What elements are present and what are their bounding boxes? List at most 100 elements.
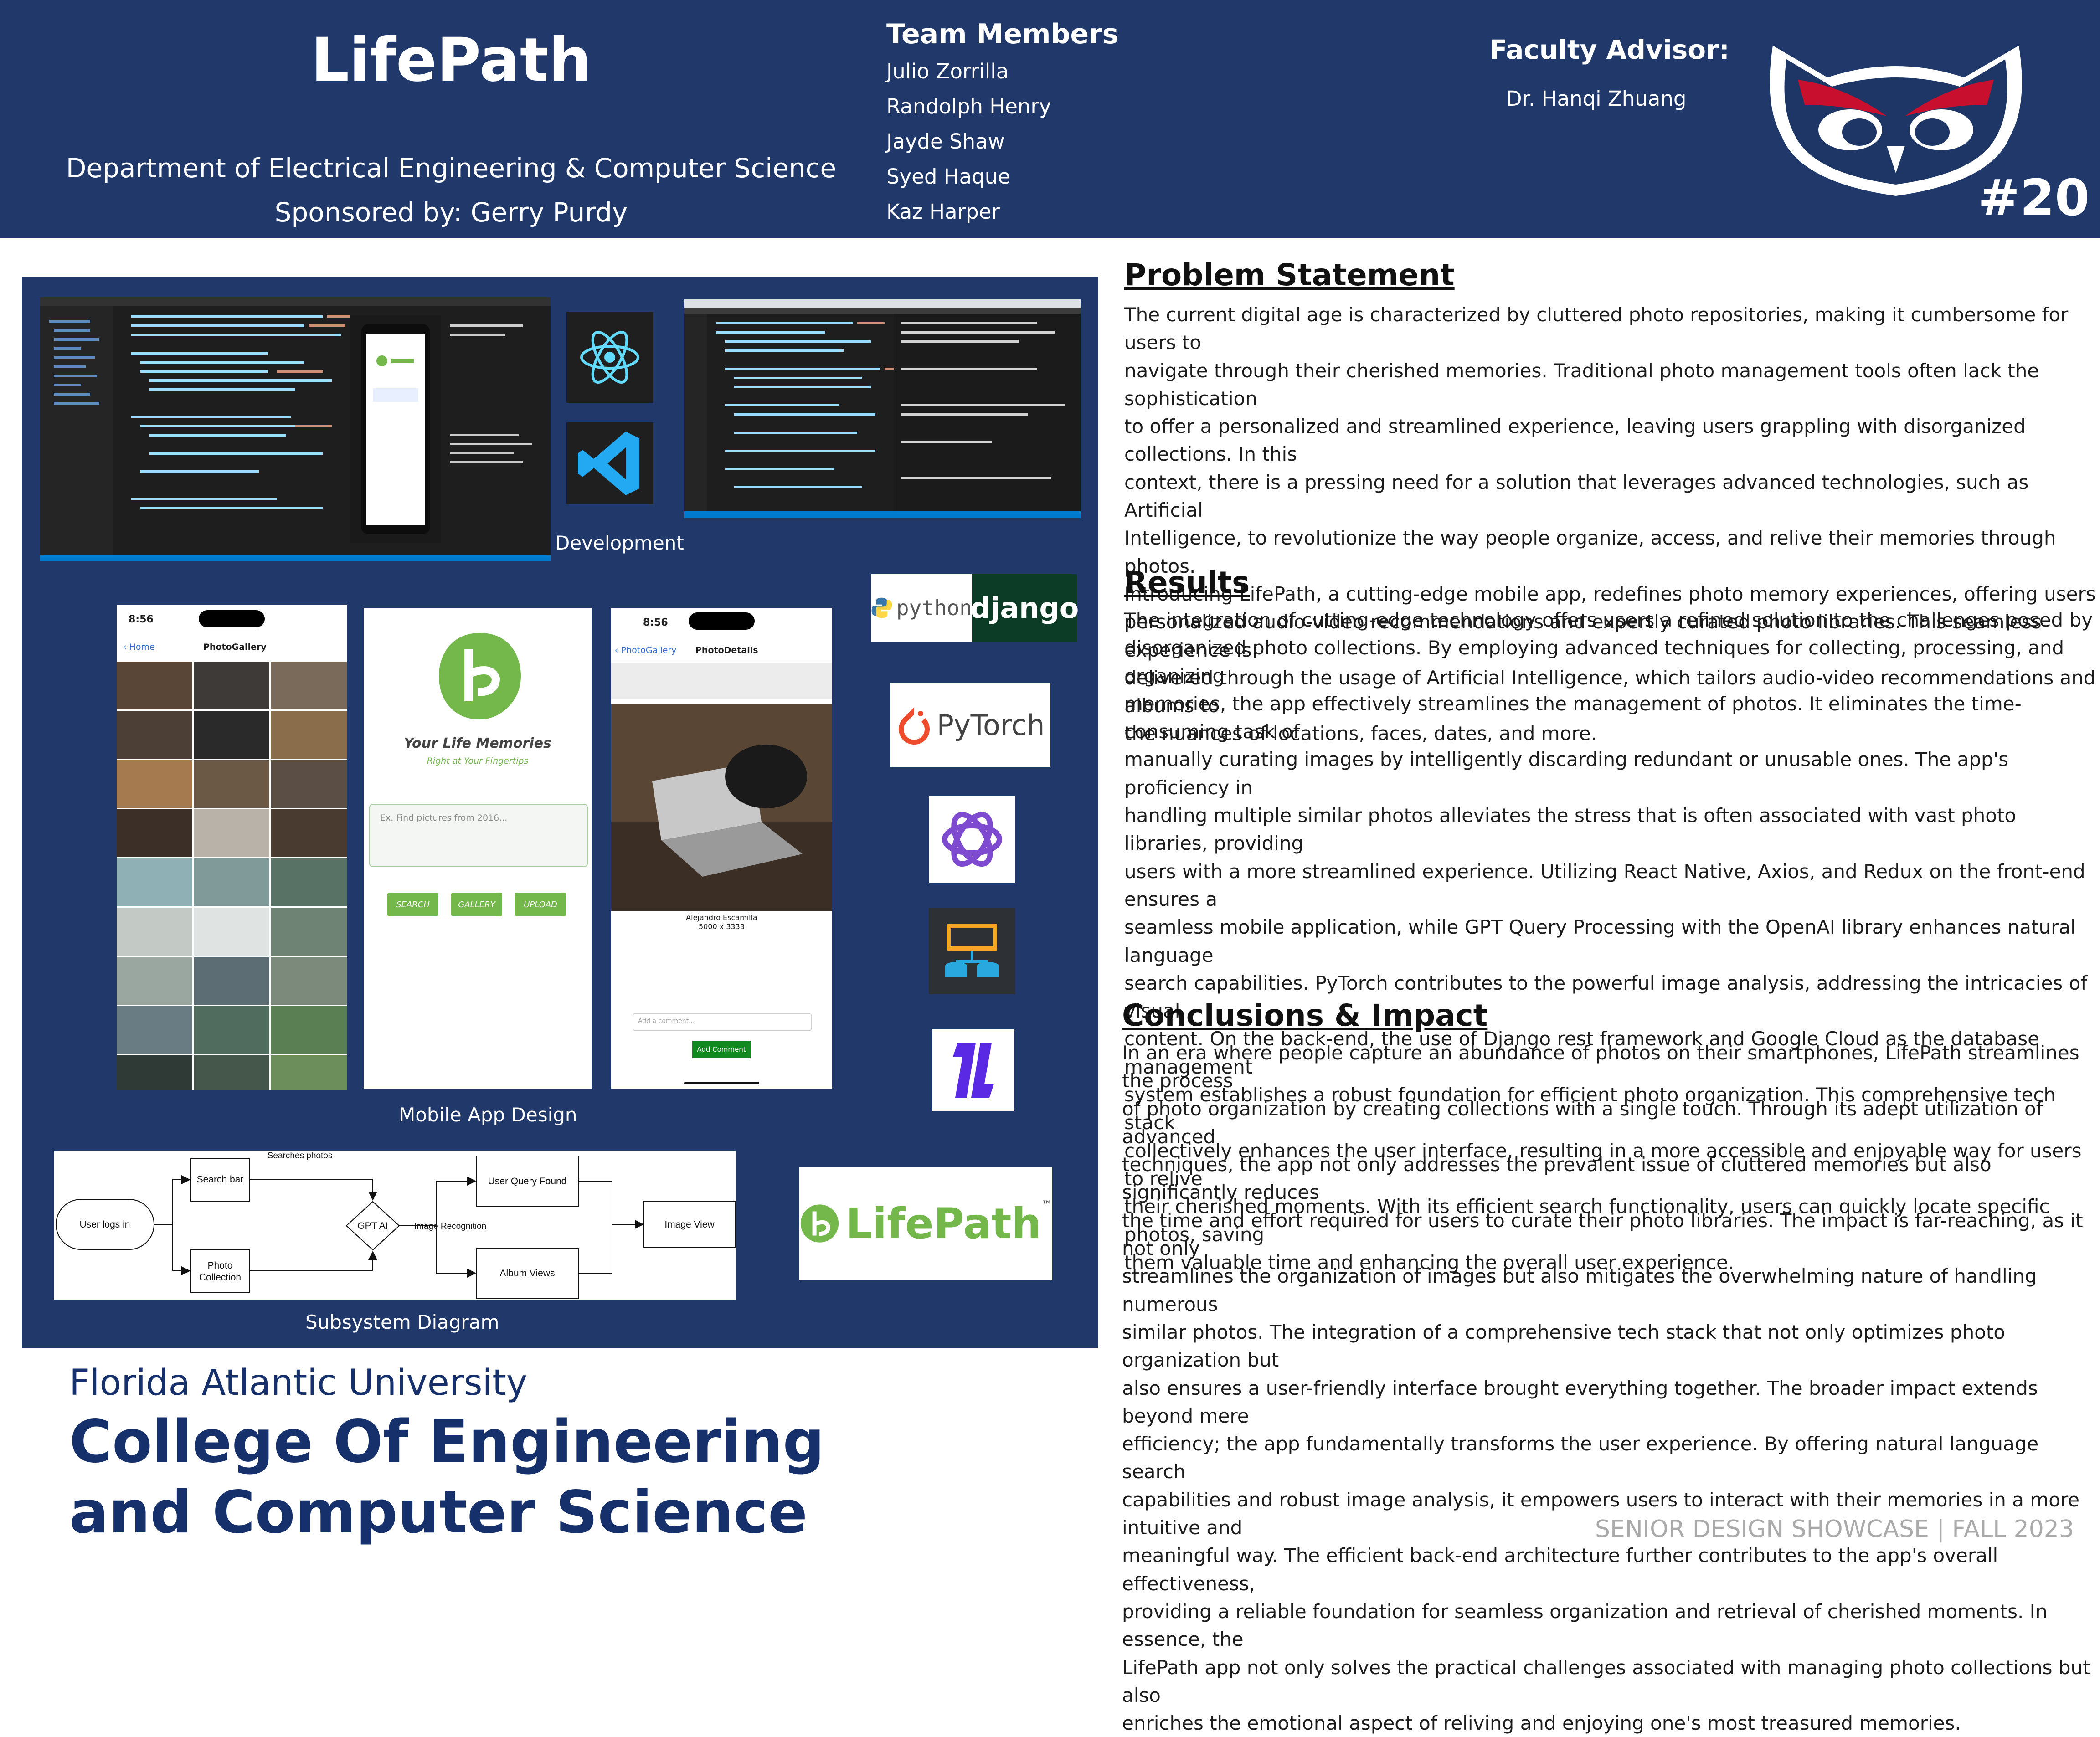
text-line: users with a more streamlined experience… <box>1124 860 2085 910</box>
text-line: search capabilities. PyTorch contributes… <box>1124 971 2088 1023</box>
conclusions-heading: Conclusions & Impact <box>1122 998 1488 1033</box>
text-line: disorganized photo collections. By emplo… <box>1124 637 2064 687</box>
backend-code-icon <box>684 299 1081 518</box>
sponsor-line: Sponsored by: Gerry Purdy <box>274 197 628 228</box>
screen-title: PhotoDetails <box>695 645 758 655</box>
problem-heading: Problem Statement <box>1124 257 1455 293</box>
detail-photo[interactable] <box>611 704 832 911</box>
edge-label: Searches photos <box>268 1151 333 1161</box>
text-line: their cherished moments. With its effici… <box>1124 1195 2050 1246</box>
search-button[interactable]: SEARCH <box>387 893 438 916</box>
text-line: memories, the app effectively streamline… <box>1124 692 2022 743</box>
text-line: seamless mobile application, while GPT Q… <box>1124 916 2076 966</box>
text-line: of photo organization by creating collec… <box>1122 1097 2043 1148</box>
home-indicator <box>684 1082 759 1084</box>
back-button[interactable]: ‹ Home <box>123 642 155 652</box>
project-number: #20 <box>1978 169 2090 227</box>
search-input-placeholder: Ex. Find pictures from 2016... <box>380 813 508 823</box>
node-label: Photo <box>208 1260 233 1271</box>
backend-code-screenshot <box>684 299 1081 518</box>
database-icon <box>929 908 1015 994</box>
openai-icon <box>929 796 1015 883</box>
department-name: Department of Electrical Engineering & C… <box>66 153 837 184</box>
lifepath-label: LifePath <box>845 1199 1041 1248</box>
details-toolbar <box>611 663 832 699</box>
college-name-line1: College Of Engineering <box>69 1408 825 1476</box>
react-icon <box>566 312 653 403</box>
team-member: Randolph Henry <box>886 94 1051 118</box>
visuals-panel: Development <box>22 277 1098 1348</box>
team-heading: Team Members <box>886 18 1119 50</box>
back-button[interactable]: ‹ PhotoGallery <box>615 645 677 655</box>
node-label: User Query Found <box>488 1176 567 1187</box>
text-line: The current digital age is characterized… <box>1124 303 2069 354</box>
text-line: The integration of cutting-edge technolo… <box>1124 609 2093 631</box>
advisor-heading: Faculty Advisor: <box>1489 34 1729 65</box>
gallery-button[interactable]: GALLERY <box>451 893 502 916</box>
text-line: providing a reliable foundation for seam… <box>1122 1600 2048 1651</box>
text-line: enriches the emotional aspect of relivin… <box>1122 1712 1961 1735</box>
text-line: Intelligence, to revolutionize the way p… <box>1124 527 2056 577</box>
dynamic-island <box>199 610 265 627</box>
pytorch-logo: PyTorch <box>890 683 1050 767</box>
problem-paragraph: The current digital age is characterized… <box>1124 301 2100 748</box>
edge-label: Image Recognition <box>414 1222 486 1231</box>
mobile-caption: Mobile App Design <box>399 1104 577 1126</box>
text-line: Introducing LifePath, a cutting-edge mob… <box>1124 582 2096 605</box>
advisor-name: Dr. Hanqi Zhuang <box>1506 87 1687 111</box>
phone-details-screen: 8:56 ‹ PhotoGallery PhotoDetails Alejand… <box>611 608 832 1089</box>
code-editor-icon <box>40 297 551 561</box>
add-comment-button[interactable]: Add Comment <box>692 1041 751 1058</box>
lifepath-wordmark: LifePath ™ <box>799 1167 1052 1280</box>
text-line: the time and effort required for users t… <box>1122 1209 2083 1260</box>
photo-dimensions: 5000 x 3333 <box>698 922 745 931</box>
results-paragraph: The integration of cutting-edge technolo… <box>1124 606 2100 1276</box>
home-tagline: Your Life Memories <box>404 735 551 751</box>
text-line: personalized audio-video recommendations… <box>1124 611 2042 661</box>
trademark-symbol: ™ <box>1041 1198 1052 1211</box>
text-line: efficiency; the app fundamentally transf… <box>1122 1433 2039 1483</box>
upload-button[interactable]: UPLOAD <box>515 893 566 916</box>
node-label: GPT AI <box>357 1221 388 1231</box>
college-name-line2: and Computer Science <box>69 1479 808 1547</box>
node-label: Album Views <box>500 1268 555 1279</box>
text-line: also ensures a user-friendly interface b… <box>1122 1377 2038 1427</box>
lifepath-logo-icon <box>800 1204 839 1243</box>
phone-gallery-screen: 8:56 ‹ Home PhotoGallery <box>117 605 347 1090</box>
album-views-node <box>476 1248 579 1299</box>
image-view-node <box>643 1201 736 1248</box>
photo-author: Alejandro Escamilla <box>686 913 757 922</box>
photo-grid[interactable] <box>117 662 347 1090</box>
text-line: handling multiple similar photos allevia… <box>1124 804 2017 855</box>
pytorch-label: PyTorch <box>937 709 1045 742</box>
node-label: Collection <box>199 1272 241 1283</box>
python-icon <box>871 597 892 618</box>
dynamic-island <box>689 612 755 630</box>
poster-header: LifePath Department of Electrical Engine… <box>0 0 2100 238</box>
search-input[interactable]: Ex. Find pictures from 2016... <box>369 804 588 867</box>
photo-collection-node <box>190 1249 250 1293</box>
comment-input[interactable]: Add a comment... <box>633 1013 812 1031</box>
pytorch-icon <box>898 707 930 745</box>
results-heading: Results <box>1124 565 1250 600</box>
text-line: meaningful way. The efficient back-end a… <box>1122 1544 1998 1595</box>
text-line: them valuable time and enhancing the ove… <box>1124 1251 1735 1274</box>
university-name: Florida Atlantic University <box>69 1362 527 1403</box>
status-time: 8:56 <box>643 617 668 628</box>
project-title: LifePath <box>311 25 592 95</box>
back-button-label: PhotoGallery <box>621 645 677 655</box>
search-bar-node <box>190 1158 250 1202</box>
node-label: Search bar <box>197 1174 244 1185</box>
showcase-label: SENIOR DESIGN SHOWCASE | FALL 2023 <box>1595 1516 2074 1543</box>
axios-icon <box>932 1029 1014 1111</box>
django-label: django <box>970 574 1079 642</box>
text-line: to offer a personalized and streamlined … <box>1124 415 2026 466</box>
text-line: capabilities and robust image analysis, … <box>1122 1488 2080 1539</box>
text-line: system establishes a robust foundation f… <box>1124 1084 2056 1134</box>
node-label: Image View <box>664 1219 715 1230</box>
code-editor-screenshot <box>40 297 551 561</box>
conclusions-paragraph: In an era where people capture an abunda… <box>1122 1039 2100 1737</box>
text-line: similar photos. The integration of a com… <box>1122 1321 2006 1372</box>
text-line: content. On the back-end, the use of Dja… <box>1124 1028 2040 1078</box>
lifepath-logo-icon <box>439 633 521 719</box>
